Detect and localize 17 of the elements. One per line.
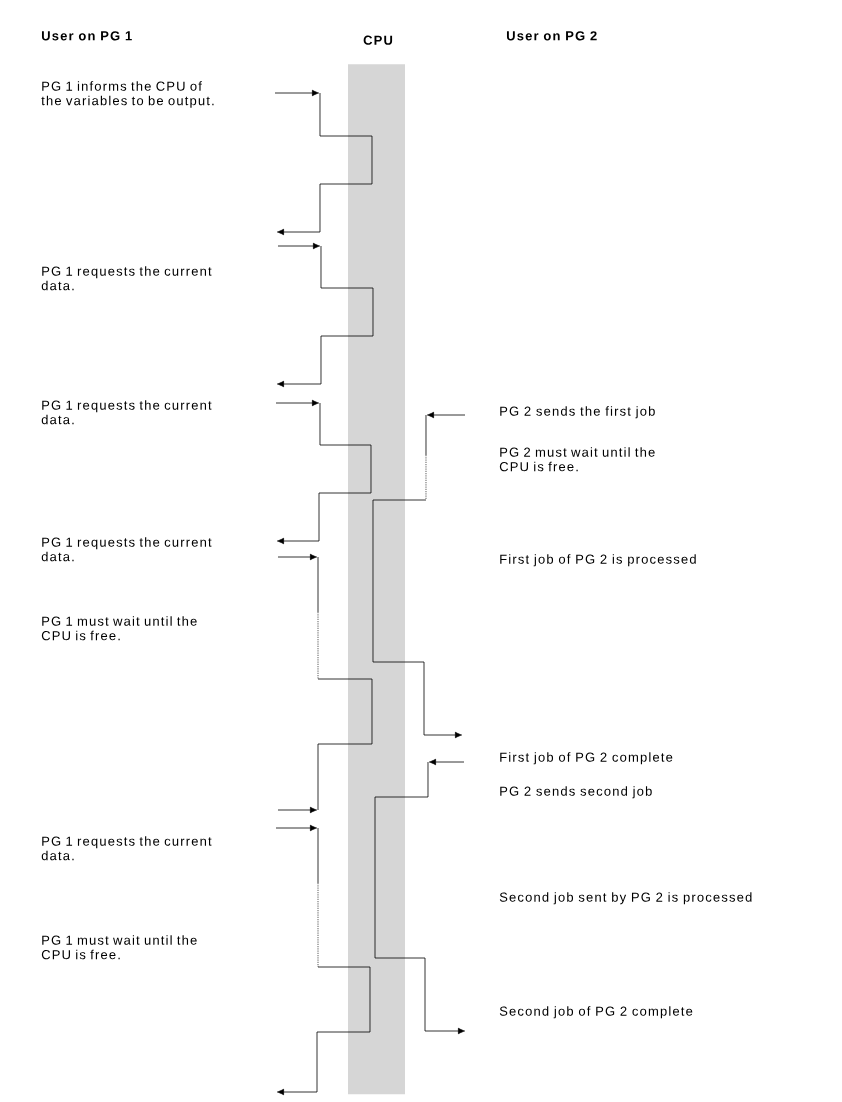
- description-text: PG 1 requests the current data.: [41, 537, 212, 562]
- description-text: PG 2 sends second job: [500, 786, 652, 799]
- description-text: PG 1 must wait until the CPU is free.: [41, 935, 197, 960]
- column-heading: User on PG 1: [42, 31, 132, 41]
- description-text: PG 1 requests the current data.: [41, 400, 212, 425]
- description-text: First job of PG 2 is processed: [500, 554, 696, 567]
- description-text: PG 2 sends the first job: [500, 406, 655, 419]
- description-text: Second job of PG 2 complete: [499, 1006, 693, 1019]
- description-text: Second job sent by PG 2 is processed: [499, 892, 752, 905]
- description-text: PG 1 informs the CPU of the variables to be output.: [41, 81, 214, 108]
- description-text: PG 2 must wait until the CPU is free.: [499, 447, 655, 472]
- description-text: PG 1 requests the current data.: [41, 836, 212, 861]
- column-heading: CPU: [363, 35, 393, 45]
- description-text: First job of PG 2 complete: [500, 752, 673, 765]
- description-text: PG 1 requests the current data.: [41, 266, 212, 291]
- column-heading: User on PG 2: [507, 31, 597, 41]
- description-text: PG 1 must wait until the CPU is free.: [41, 616, 197, 641]
